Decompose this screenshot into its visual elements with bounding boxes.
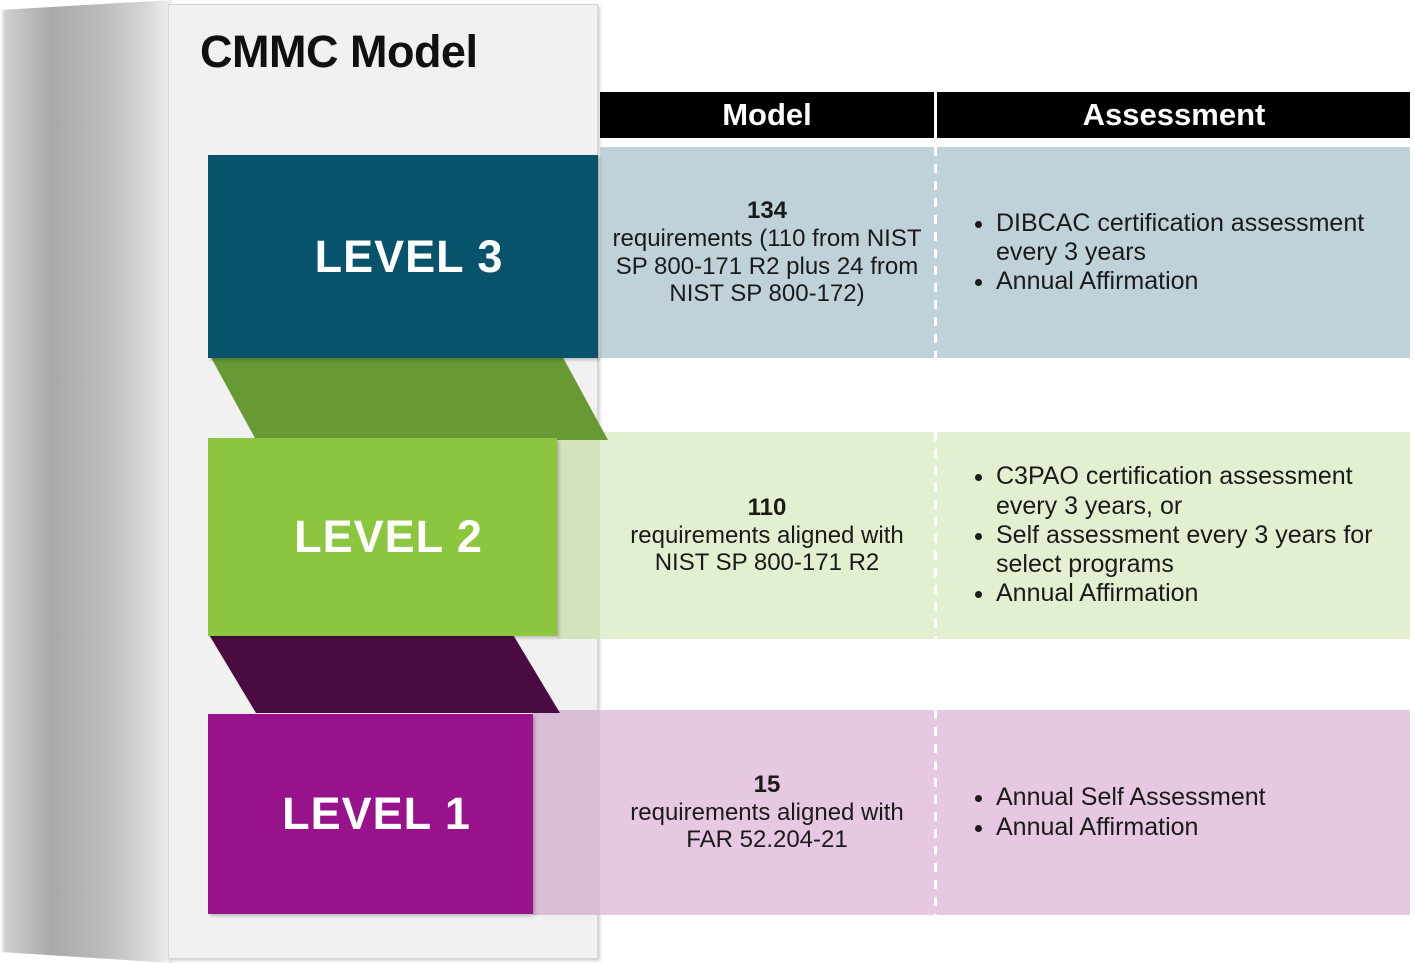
level-1-label: LEVEL 1 xyxy=(282,788,471,839)
level-2-bar[interactable]: LEVEL 2 xyxy=(208,438,557,636)
level-3-to-2-connector xyxy=(208,352,608,440)
level-2-label: LEVEL 2 xyxy=(294,511,483,562)
table-header-bar xyxy=(600,92,1410,138)
level-2-assessment-list: C3PAO certification assessment every 3 y… xyxy=(964,462,1400,608)
panel-3d-side-face xyxy=(0,0,172,963)
level-1-model-text: requirements aligned with FAR 52.204-21 xyxy=(630,798,904,854)
list-item: Self assessment every 3 years for select… xyxy=(996,521,1400,580)
header-column-divider xyxy=(934,92,937,138)
level-1-band-panel-overlay xyxy=(533,710,601,915)
list-item: Annual Affirmation xyxy=(996,267,1400,296)
column-header-assessment: Assessment xyxy=(1082,97,1266,132)
level-1-detail-band: 15 requirements aligned with FAR 52.204-… xyxy=(600,710,1410,915)
level-1-bar[interactable]: LEVEL 1 xyxy=(208,714,533,914)
level-3-column-divider xyxy=(934,147,937,358)
list-item: C3PAO certification assessment every 3 y… xyxy=(996,462,1400,521)
level-3-assessment-list: DIBCAC certification assessment every 3 … xyxy=(964,209,1400,297)
list-item: Annual Affirmation xyxy=(996,579,1400,608)
level-3-label: LEVEL 3 xyxy=(314,230,504,282)
level-2-to-1-connector xyxy=(208,633,560,713)
level-1-model-cell: 15 requirements aligned with FAR 52.204-… xyxy=(600,710,934,915)
list-item: Annual Self Assessment xyxy=(996,783,1400,812)
level-3-model-cell: 134 requirements (110 from NIST SP 800-1… xyxy=(600,147,934,358)
level-2-band-panel-overlay xyxy=(557,432,601,639)
level-1-requirement-count: 15 xyxy=(753,770,781,798)
level-1-column-divider xyxy=(934,710,937,915)
level-2-column-divider xyxy=(934,432,937,639)
level-3-assessment-cell: DIBCAC certification assessment every 3 … xyxy=(938,147,1410,358)
level-2-detail-band: 110 requirements aligned with NIST SP 80… xyxy=(600,432,1410,639)
level-3-detail-band: 134 requirements (110 from NIST SP 800-1… xyxy=(600,147,1410,358)
level-2-requirement-count: 110 xyxy=(747,493,787,521)
list-item: DIBCAC certification assessment every 3 … xyxy=(996,209,1400,268)
level-3-requirement-count: 134 xyxy=(746,196,788,224)
level-1-assessment-list: Annual Self Assessment Annual Affirmatio… xyxy=(964,783,1400,842)
list-item: Annual Affirmation xyxy=(996,813,1400,842)
level-1-assessment-cell: Annual Self Assessment Annual Affirmatio… xyxy=(938,710,1410,915)
page-title: CMMC Model xyxy=(200,26,478,77)
column-header-model: Model xyxy=(722,97,812,132)
level-2-model-text: requirements aligned with NIST SP 800-17… xyxy=(630,521,904,577)
level-3-bar[interactable]: LEVEL 3 xyxy=(208,155,598,358)
level-3-model-text: requirements (110 from NIST SP 800-171 R… xyxy=(612,224,922,308)
level-2-model-cell: 110 requirements aligned with NIST SP 80… xyxy=(600,432,934,639)
level-2-assessment-cell: C3PAO certification assessment every 3 y… xyxy=(938,432,1410,639)
